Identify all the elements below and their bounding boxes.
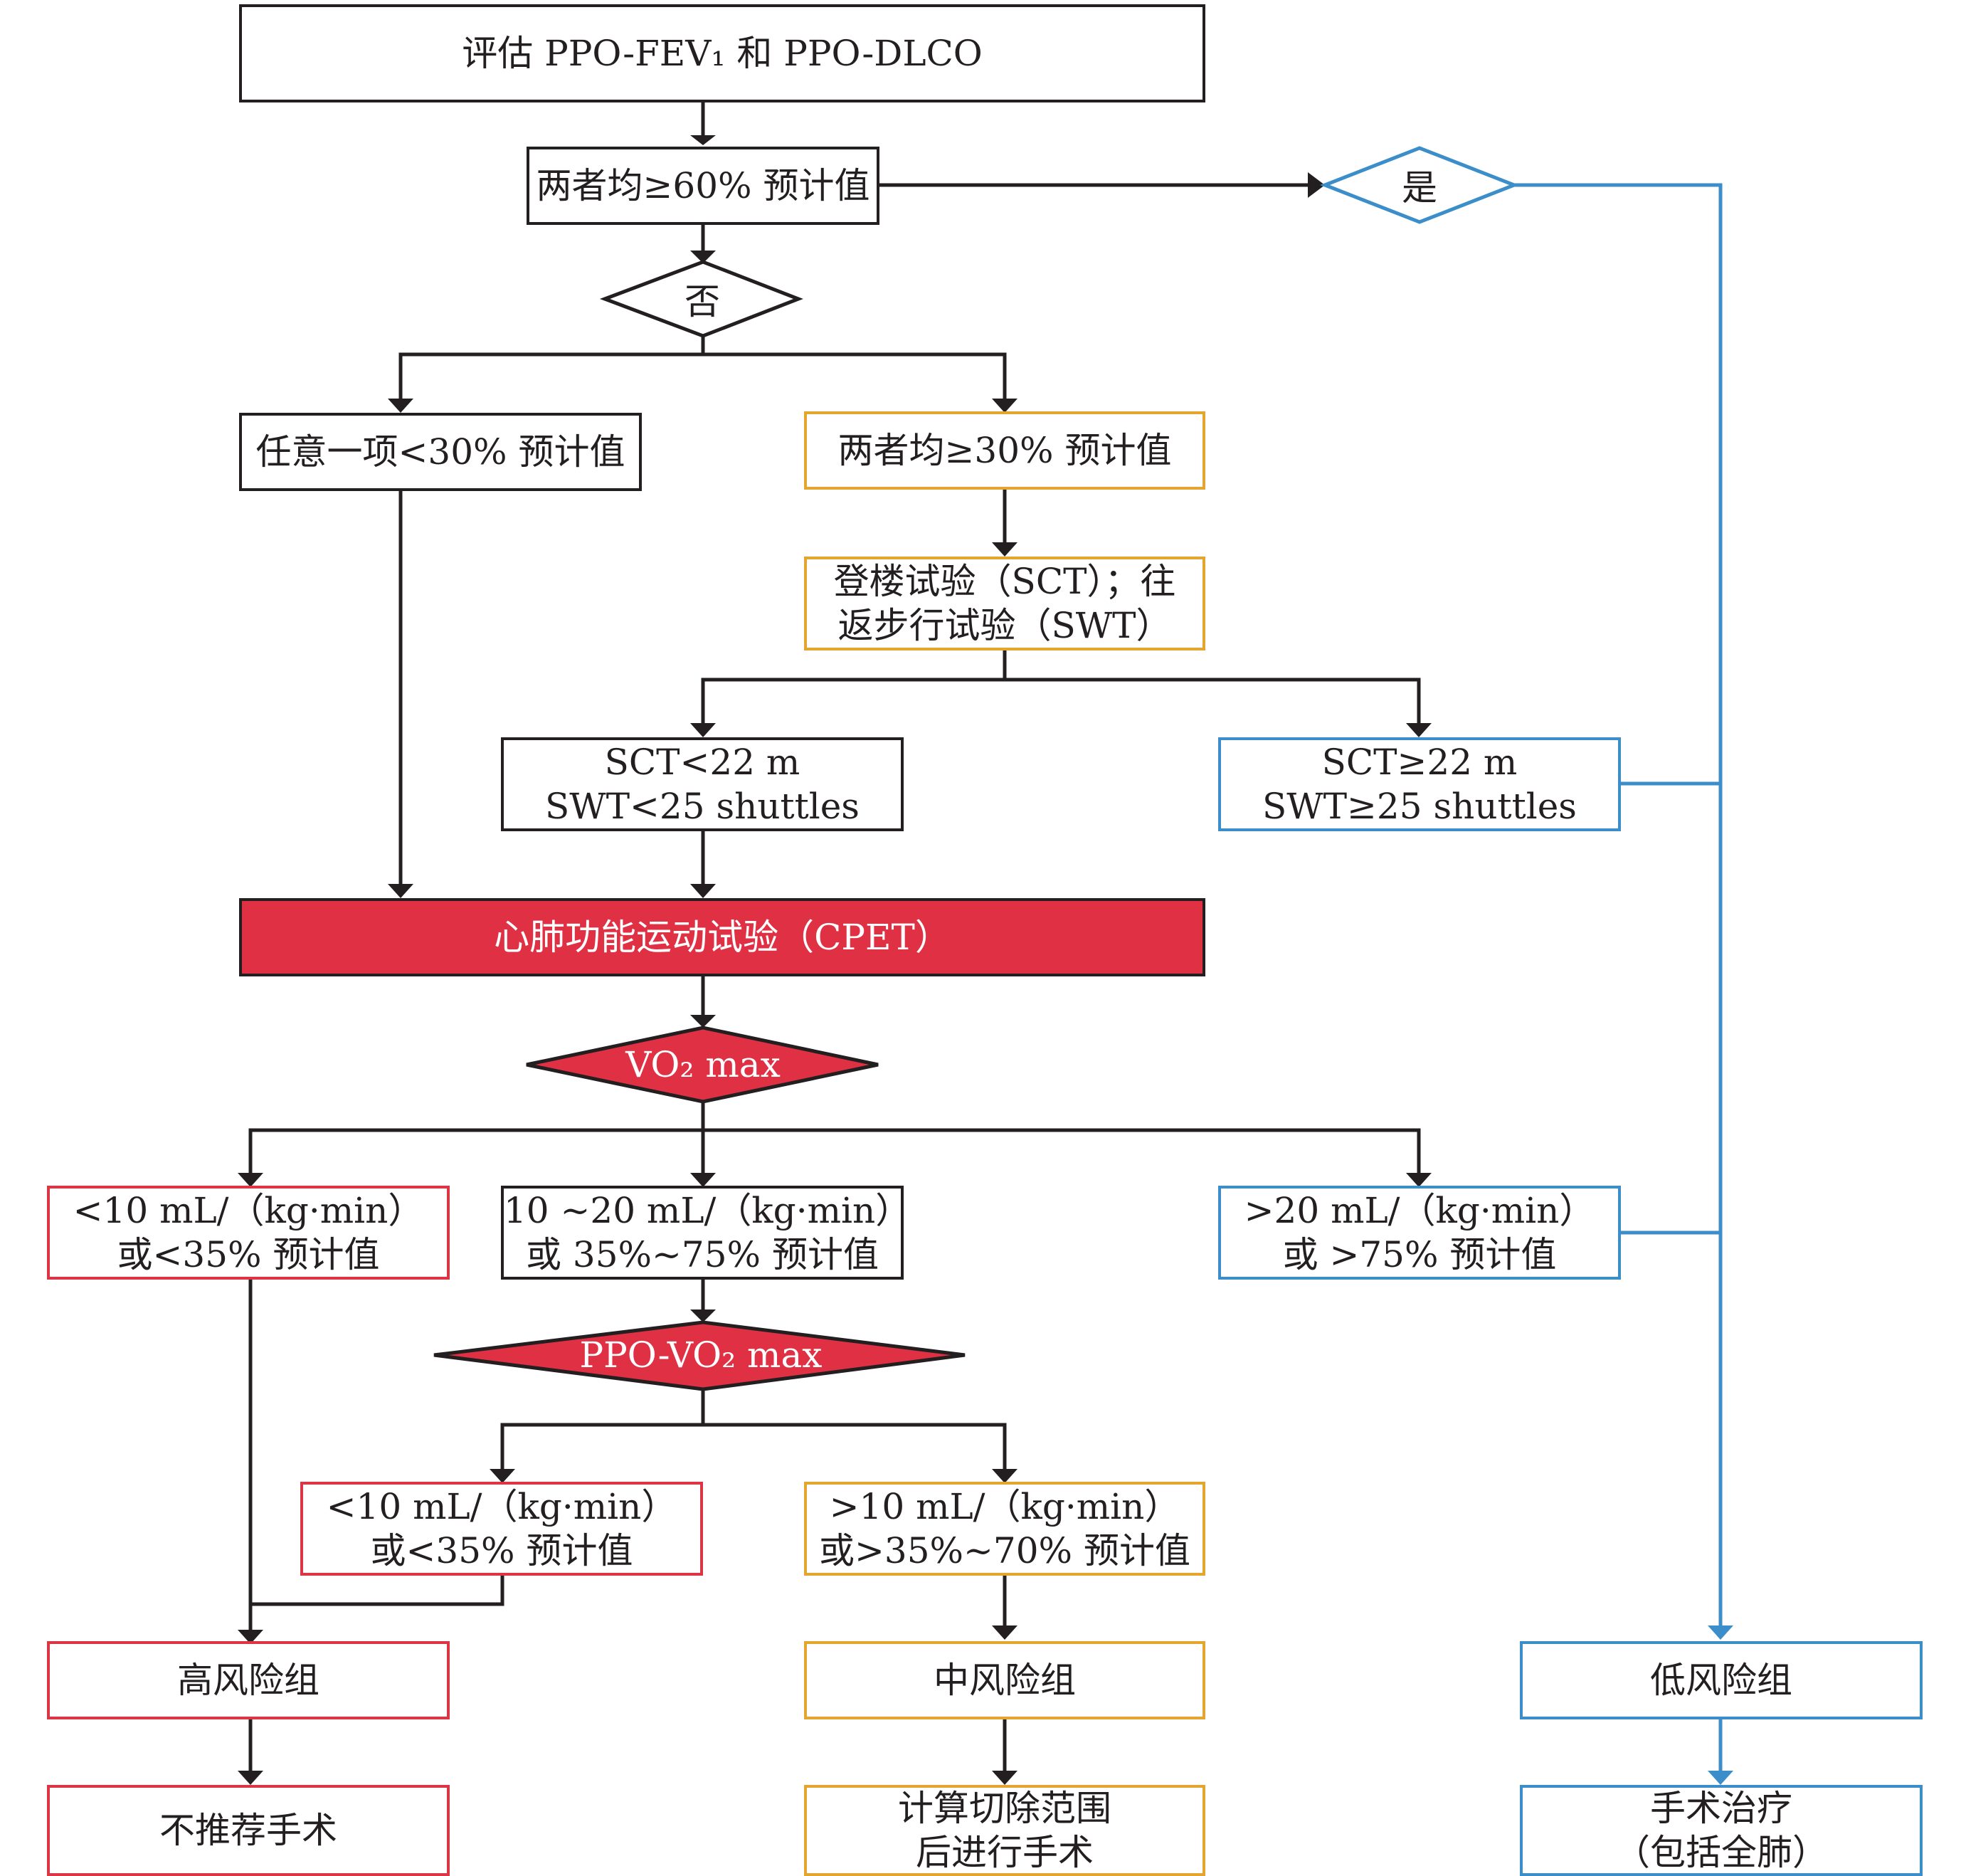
node-vo2-mid-line1: 10 ~20 mL/（kg·min） xyxy=(504,1190,911,1231)
decision-yes-diamond xyxy=(1320,146,1519,224)
node-surgery: 手术治疗 （包括全肺） xyxy=(1520,1785,1923,1876)
arrow-walk-to-scthigh xyxy=(1005,678,1421,727)
node-ppo-high-line2: 或>35%~70% 预计值 xyxy=(819,1530,1190,1571)
node-ppo-high: >10 mL/（kg·min） 或>35%~70% 预计值 xyxy=(804,1482,1205,1576)
blue-connectors xyxy=(1514,183,1733,1785)
decision-vo2max-label: VO₂ max xyxy=(625,1044,781,1085)
node-calc-surgery-line1: 计算切除范围 xyxy=(898,1788,1111,1829)
node-high-risk-text: 高风险组 xyxy=(177,1660,319,1701)
arrowhead xyxy=(992,542,1018,557)
node-both-above-60: 两者均≥60% 预计值 xyxy=(527,147,879,225)
node-both-above-30: 两者均≥30% 预计值 xyxy=(804,411,1205,490)
arrow-vo2-to-high xyxy=(703,1128,1421,1177)
decision-ppo-vo2max-label: PPO-VO₂ max xyxy=(579,1334,823,1376)
node-start: 评估 PPO-FEV₁ 和 PPO-DLCO xyxy=(239,4,1205,102)
node-sct-high-line1: SCT≥22 m xyxy=(1321,742,1518,783)
node-walk-tests: 登楼试验（SCT）；往 返步行试验（SWT） xyxy=(804,557,1205,650)
arrowhead xyxy=(690,884,716,898)
node-surgery-line2: （包括全肺） xyxy=(1614,1832,1828,1873)
node-sct-low-line1: SCT<22 m xyxy=(604,742,800,783)
arrow-ppo-to-low xyxy=(500,1389,705,1473)
node-vo2-mid: 10 ~20 mL/（kg·min） 或 35%~75% 预计值 xyxy=(501,1186,911,1280)
arrowhead xyxy=(238,1173,263,1187)
node-no-surgery: 不推荐手术 xyxy=(47,1785,450,1876)
arrowhead xyxy=(1308,172,1325,198)
node-vo2-high-line1: >20 mL/（kg·min） xyxy=(1244,1190,1595,1231)
arrow-ppolow-to-highrisk xyxy=(250,1576,504,1606)
arrowhead xyxy=(1708,1771,1733,1785)
arrow-no-to-any30 xyxy=(398,336,705,403)
arrowhead xyxy=(388,884,413,898)
arrowhead xyxy=(238,1771,263,1785)
node-any-below-30: 任意一项<30% 预计值 xyxy=(239,413,642,491)
node-ppo-low: <10 mL/（kg·min） 或<35% 预计值 xyxy=(300,1482,703,1576)
arrowhead xyxy=(992,399,1018,413)
node-low-risk-text: 低风险组 xyxy=(1650,1660,1792,1701)
node-vo2-low-line2: 或<35% 预计值 xyxy=(117,1234,380,1275)
node-vo2-mid-line2: 或 35%~75% 预计值 xyxy=(526,1234,879,1275)
node-vo2-high: >20 mL/（kg·min） 或 >75% 预计值 xyxy=(1218,1186,1621,1280)
arrow-ppo-to-high xyxy=(703,1423,1007,1473)
black-connectors xyxy=(238,101,1432,1785)
decision-vo2max-diamond xyxy=(526,1026,879,1104)
decision-no-diamond xyxy=(599,260,803,338)
decision-no-label: 否 xyxy=(684,281,720,322)
arrowhead xyxy=(1406,723,1432,737)
node-mid-risk: 中风险组 xyxy=(804,1641,1205,1719)
node-sct-low-line2: SWT<25 shuttles xyxy=(545,786,860,827)
node-ppo-high-line1: >10 mL/（kg·min） xyxy=(829,1486,1180,1527)
arrow-yes-to-lowrisk xyxy=(1514,183,1723,1630)
arrowhead xyxy=(1708,1625,1733,1640)
arrow-vo2-to-low xyxy=(248,1102,705,1177)
arrowhead xyxy=(690,135,716,145)
node-surgery-line1: 手术治疗 xyxy=(1650,1788,1792,1829)
node-start-text: 评估 PPO-FEV₁ 和 PPO-DLCO xyxy=(462,33,983,74)
arrowhead xyxy=(992,1625,1018,1640)
node-cpet-text: 心肺功能运动试验（CPET） xyxy=(494,917,951,958)
node-calc-surgery-line2: 后进行手术 xyxy=(916,1832,1094,1873)
node-sct-high-line2: SWT≥25 shuttles xyxy=(1262,786,1577,827)
node-vo2-low-line1: <10 mL/（kg·min） xyxy=(73,1190,424,1231)
arrowhead xyxy=(992,1469,1018,1483)
arrowhead xyxy=(690,1173,716,1187)
node-walk-tests-line1: 登楼试验（SCT）；往 xyxy=(833,561,1176,602)
node-sct-low: SCT<22 m SWT<25 shuttles xyxy=(501,737,904,831)
arrowhead xyxy=(1406,1173,1432,1187)
node-ppo-low-line2: 或<35% 预计值 xyxy=(370,1530,633,1571)
node-ppo-low-line1: <10 mL/（kg·min） xyxy=(326,1486,677,1527)
arrow-no-to-both30 xyxy=(703,352,1007,403)
node-low-risk: 低风险组 xyxy=(1520,1641,1923,1719)
arrowhead xyxy=(690,1309,716,1322)
node-any-below-30-text: 任意一项<30% 预计值 xyxy=(255,431,625,473)
arrowhead xyxy=(490,1469,515,1483)
node-cpet: 心肺功能运动试验（CPET） xyxy=(239,898,1205,976)
arrowhead xyxy=(992,1771,1018,1785)
arrowhead xyxy=(690,251,716,263)
arrowhead xyxy=(238,1630,263,1644)
arrowhead xyxy=(690,723,716,737)
node-sct-high: SCT≥22 m SWT≥25 shuttles xyxy=(1218,737,1621,831)
node-vo2-low: <10 mL/（kg·min） 或<35% 预计值 xyxy=(47,1186,450,1280)
node-both-above-60-text: 两者均≥60% 预计值 xyxy=(536,165,870,206)
arrowhead xyxy=(388,399,413,413)
node-calc-surgery: 计算切除范围 后进行手术 xyxy=(804,1785,1205,1876)
node-high-risk: 高风险组 xyxy=(47,1641,450,1719)
node-vo2-high-line2: 或 >75% 预计值 xyxy=(1282,1234,1557,1275)
arrowhead xyxy=(690,1015,716,1028)
node-both-above-30-text: 两者均≥30% 预计值 xyxy=(837,430,1172,471)
node-mid-risk-text: 中风险组 xyxy=(934,1660,1076,1701)
decision-ppo-vo2max-diamond xyxy=(433,1320,966,1391)
node-no-surgery-text: 不推荐手术 xyxy=(159,1810,337,1851)
decision-yes-label: 是 xyxy=(1402,167,1437,209)
arrow-walk-to-sctlow xyxy=(701,650,1007,727)
node-walk-tests-line2: 返步行试验（SWT） xyxy=(837,605,1172,646)
